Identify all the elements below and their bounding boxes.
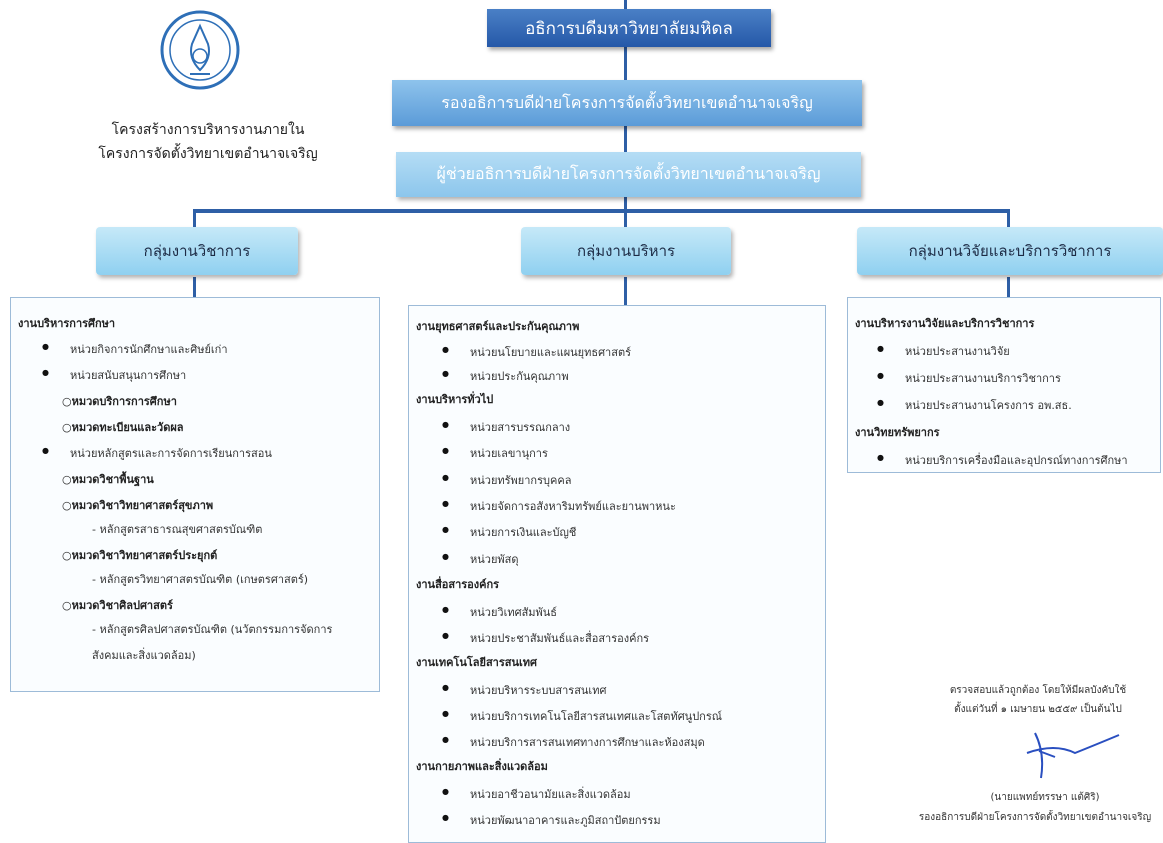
signatory-position: รองอธิการบดีฝ่ายโครงการจัดตั้งวิทยาเขตอำ… bbox=[918, 812, 1152, 823]
connector-assistant bbox=[624, 197, 627, 211]
list-item: หน่วยบริการสารสนเทศทางการศึกษาและห้องสมุ… bbox=[442, 733, 705, 751]
section-title: งานบริหารทั่วไป bbox=[416, 393, 494, 406]
section-title: งานบริหารการศึกษา bbox=[18, 317, 116, 330]
connector-mid-panel bbox=[624, 277, 627, 305]
group-admin: กลุ่มงานบริหาร bbox=[521, 227, 731, 275]
sub-item: ○หมวดวิชาศิลปศาสตร์ bbox=[62, 599, 173, 612]
sub-item: ○หมวดทะเบียนและวัดผล bbox=[62, 421, 184, 434]
connector-vice bbox=[624, 126, 627, 152]
curriculum-item-cont: สังคมและสิ่งแวดล้อม) bbox=[92, 649, 196, 662]
list-item: หน่วยสนับสนุนการศึกษา bbox=[42, 366, 186, 384]
signature bbox=[1015, 723, 1125, 783]
sub-item: ○หมวดวิชาวิทยาศาสตร์ประยุกต์ bbox=[62, 549, 218, 562]
curriculum-item: - หลักสูตรวิทยาศาสตรบัณฑิต (เกษตรศาสตร์) bbox=[92, 573, 309, 586]
connector-right bbox=[1007, 209, 1010, 229]
group-academic: กลุ่มงานวิชาการ bbox=[96, 227, 298, 275]
president-box: อธิการบดีมหาวิทยาลัยมหิดล bbox=[487, 9, 771, 47]
list-item: หน่วยนโยบายและแผนยุทธศาสตร์ bbox=[442, 343, 631, 361]
list-item: หน่วยสารบรรณกลาง bbox=[442, 418, 570, 436]
university-logo bbox=[160, 10, 240, 90]
list-item: หน่วยบริการเครื่องมือและอุปกรณ์ทางการศึก… bbox=[877, 451, 1128, 469]
approval-line1: ตรวจสอบแล้วถูกต้อง โดยให้มีผลบังคับใช้ bbox=[949, 685, 1127, 696]
sub-item: ○หมวดวิชาพื้นฐาน bbox=[62, 473, 154, 486]
section-title: งานกายภาพและสิ่งแวดล้อม bbox=[416, 760, 548, 773]
section-title: งานเทคโนโลยีสารสนเทศ bbox=[416, 656, 537, 669]
section-title: งานบริหารงานวิจัยและบริการวิชาการ bbox=[855, 317, 1035, 330]
curriculum-item: - หลักสูตรศิลปศาสตรบัณฑิต (นวัตกรรมการจั… bbox=[92, 623, 333, 636]
connector-horizontal bbox=[193, 209, 1009, 213]
list-item: หน่วยประสานงานวิจัย bbox=[877, 342, 1010, 360]
group-research: กลุ่มงานวิจัยและบริการวิชาการ bbox=[857, 227, 1163, 275]
section-title: งานวิทยทรัพยากร bbox=[855, 426, 940, 439]
list-item: หน่วยทรัพยากรบุคคล bbox=[442, 471, 572, 489]
list-item: หน่วยกิจการนักศึกษาและศิษย์เก่า bbox=[42, 340, 227, 358]
list-item: หน่วยการเงินและบัญชี bbox=[442, 523, 576, 541]
list-item: หน่วยบริหารระบบสารสนเทศ bbox=[442, 681, 607, 699]
sub-item: ○หมวดบริการการศึกษา bbox=[62, 395, 177, 408]
approval-line2: ตั้งแต่วันที่ ๑ เมษายน ๒๕๕๙ เป็นต้นไป bbox=[954, 704, 1122, 715]
org-title: โครงสร้างการบริหารงานภายใน โครงการจัดตั้… bbox=[88, 118, 328, 166]
signatory-name: (นายแพทย์ทรรษา แต้ศิริ) bbox=[990, 792, 1100, 803]
vice-president-box: รองอธิการบดีฝ่ายโครงการจัดตั้งวิทยาเขตอำ… bbox=[392, 80, 862, 126]
connector-mid-down bbox=[624, 209, 627, 227]
list-item: หน่วยวิเทศสัมพันธ์ bbox=[442, 603, 557, 621]
list-item: หน่วยประสานงานบริการวิชาการ bbox=[877, 369, 1061, 387]
connector-right-panel bbox=[1007, 277, 1010, 297]
list-item: หน่วยพัสดุ bbox=[442, 550, 518, 568]
sub-item: ○หมวดวิชาวิทยาศาสตร์สุขภาพ bbox=[62, 499, 214, 512]
list-item: หน่วยหลักสูตรและการจัดการเรียนการสอน bbox=[42, 444, 272, 462]
list-item: หน่วยเลขานุการ bbox=[442, 444, 548, 462]
connector-left-panel bbox=[193, 277, 196, 297]
org-title-line1: โครงสร้างการบริหารงานภายใน bbox=[111, 122, 305, 138]
section-title: งานสื่อสารองค์กร bbox=[416, 578, 500, 591]
section-title: งานยุทธศาสตร์และประกันคุณภาพ bbox=[416, 320, 580, 333]
admin-panel bbox=[408, 305, 826, 843]
connector-left bbox=[193, 209, 196, 229]
curriculum-item: - หลักสูตรสาธารณสุขศาสตรบัณฑิต bbox=[92, 523, 263, 536]
list-item: หน่วยจัดการอสังหาริมทรัพย์และยานพาหนะ bbox=[442, 497, 676, 515]
assistant-president-box: ผู้ช่วยอธิการบดีฝ่ายโครงการจัดตั้งวิทยาเ… bbox=[396, 152, 861, 197]
list-item: หน่วยประกันคุณภาพ bbox=[442, 367, 569, 385]
org-title-line2: โครงการจัดตั้งวิทยาเขตอำนาจเจริญ bbox=[98, 146, 318, 162]
list-item: หน่วยประสานงานโครงการ อพ.สธ. bbox=[877, 396, 1072, 414]
list-item: หน่วยอาชีวอนามัยและสิ่งแวดล้อม bbox=[442, 785, 631, 803]
list-item: หน่วยบริการเทคโนโลยีสารสนเทศและโสตทัศนูป… bbox=[442, 707, 722, 725]
academic-panel bbox=[10, 297, 380, 692]
list-item: หน่วยพัฒนาอาคารและภูมิสถาปัตยกรรม bbox=[442, 811, 661, 829]
list-item: หน่วยประชาสัมพันธ์และสื่อสารองค์กร bbox=[442, 629, 649, 647]
